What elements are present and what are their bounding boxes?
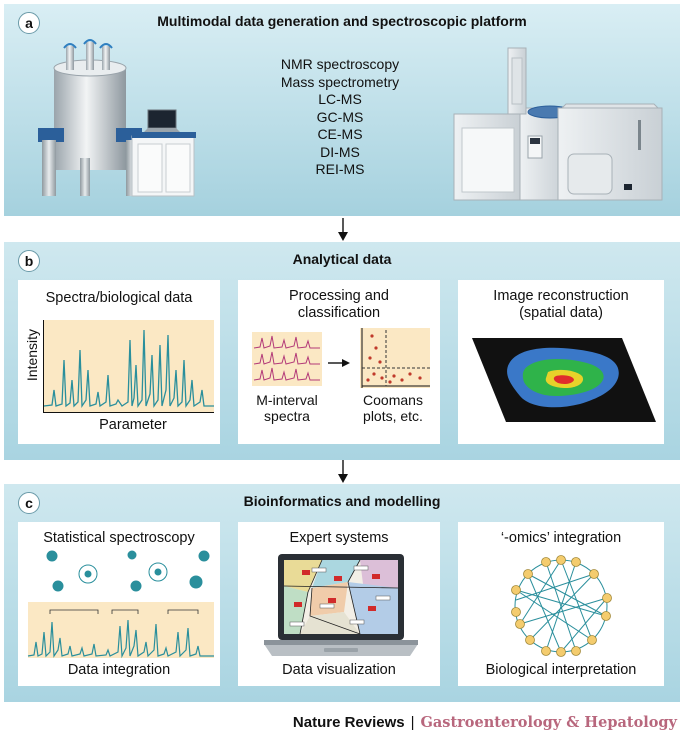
processing-arrow: [328, 359, 350, 367]
m-interval-label-line2: spectra: [264, 408, 310, 424]
flow-arrow-b-to-c: [338, 460, 348, 483]
panel-badge-c: c: [18, 492, 40, 514]
card-processing-title-line1: Processing and: [289, 288, 389, 304]
x-axis-label-parameter: Parameter: [99, 417, 167, 433]
coomans-label-line1: Coomans: [363, 392, 423, 408]
technique-ms: Mass spectrometry: [280, 73, 400, 90]
panel-badge-a: a: [18, 12, 40, 34]
card-expert-caption: Data visualization: [282, 662, 396, 678]
spectrum-plot: [43, 320, 214, 412]
x-axis-line: [44, 412, 214, 413]
integration-spectrum-plot: [27, 602, 214, 659]
panel-c-bioinformatics: c Bioinformatics and modelling Statistic…: [4, 484, 680, 702]
technique-cems: CE-MS: [317, 126, 363, 142]
card-spectra: Spectra/biological data Intensity Parame…: [18, 280, 220, 444]
journal-subtitle: Gastroenterology & Hepatology: [420, 714, 677, 731]
technique-lcms: LC-MS: [318, 91, 362, 107]
card-stat-title: Statistical spectroscopy: [43, 530, 195, 546]
technique-list: NMR spectroscopy Mass spectrometry LC-MS…: [260, 56, 420, 179]
panel-title-b: Analytical data: [292, 251, 392, 267]
card-omics-integration: ‘-omics’ integration Biological interpre…: [458, 522, 664, 686]
y-axis-label-intensity: Intensity: [24, 328, 40, 382]
laptop-icon: [264, 554, 418, 656]
journal-footer: Nature Reviews | Gastroenterology & Hepato…: [293, 714, 677, 731]
mass-spectrometer-illustration: [453, 47, 663, 201]
card-image-title-line1: Image reconstruction: [493, 288, 629, 304]
molecule-network-icons: [46, 550, 210, 592]
card-processing: Processing and classification: [238, 280, 440, 444]
coomans-label-line2: plots, etc.: [363, 408, 423, 424]
card-processing-title-line2: classification: [297, 305, 381, 321]
journal-separator: |: [410, 714, 415, 731]
technique-reims: REI-MS: [315, 161, 365, 177]
flow-arrow-a-to-b: [338, 218, 348, 241]
m-interval-spectra-icon: [252, 332, 322, 386]
spatial-heatmap-icon: [472, 338, 656, 422]
card-omics-caption: Biological interpretation: [485, 662, 637, 678]
panel-title-a: Multimodal data generation and spectrosc…: [157, 13, 527, 29]
card-image-title-line2: (spatial data): [519, 305, 603, 321]
card-stat-caption: Data integration: [67, 662, 171, 678]
panel-a-platform: a Multimodal data generation and spectro…: [4, 4, 680, 216]
technique-dims: DI-MS: [320, 143, 360, 160]
omics-network-icon: [511, 555, 612, 657]
panel-b-analytical-data: b Analytical data Spectra/biological dat…: [4, 242, 680, 460]
nmr-spectrometer-illustration: [38, 39, 196, 197]
journal-name: Nature Reviews: [292, 714, 405, 731]
technique-gcms: GC-MS: [316, 108, 364, 125]
coomans-plot-icon: [360, 328, 430, 388]
card-image-reconstruction: Image reconstruction (spatial data): [458, 280, 664, 444]
card-spectra-title: Spectra/biological data: [45, 290, 193, 306]
panel-badge-b: b: [18, 250, 40, 272]
card-expert-systems: Expert systems: [238, 522, 440, 686]
card-expert-title: Expert systems: [289, 530, 389, 546]
technique-nmr: NMR spectroscopy: [280, 56, 400, 72]
y-axis-line: [43, 320, 44, 413]
panel-title-c: Bioinformatics and modelling: [243, 493, 441, 509]
m-interval-label-line1: M-interval: [256, 392, 318, 408]
card-omics-title: ‘-omics’ integration: [500, 530, 622, 546]
card-statistical-spectroscopy: Statistical spectroscopy Data integratio…: [18, 522, 220, 686]
